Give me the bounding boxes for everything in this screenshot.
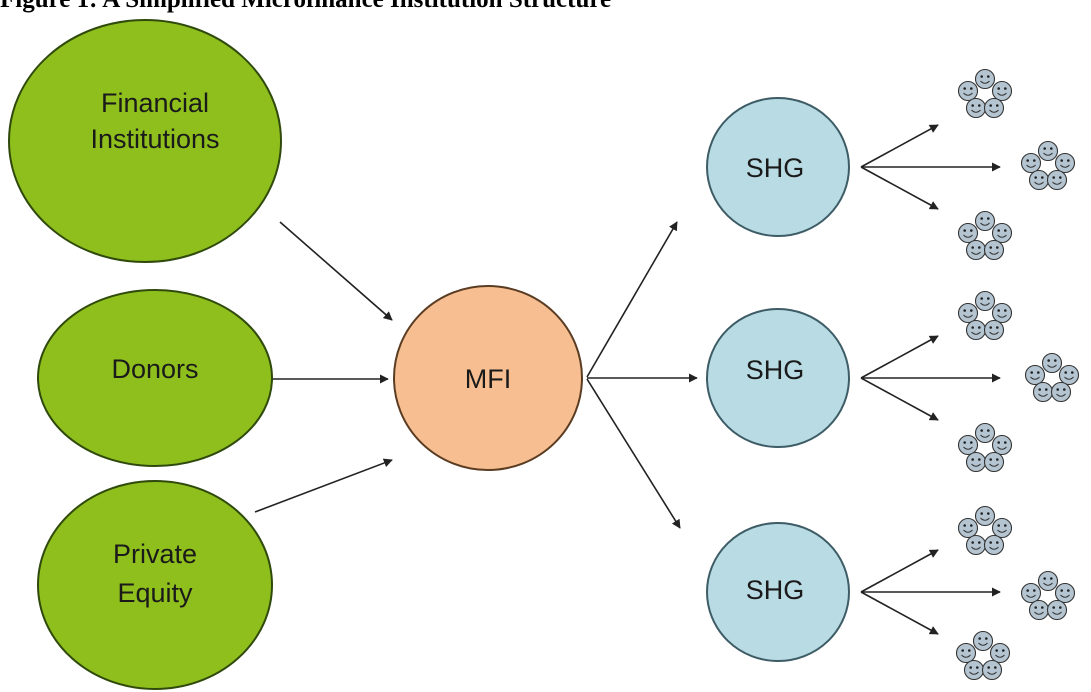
members-shg-2-middle-smiley-face-cluster-icon xyxy=(1024,352,1080,403)
smiley-face-icon xyxy=(991,222,1013,244)
members-shg-3-bottom-smiley-face-cluster-icon xyxy=(955,630,1011,681)
smiley-face-icon xyxy=(974,210,996,232)
members-shg-2-bottom-smiley-face-cluster-icon xyxy=(957,422,1013,473)
edge-shg-2-to-members-top xyxy=(860,335,939,379)
smiley-face-icon xyxy=(957,80,979,102)
smiley-face-icon xyxy=(1046,169,1068,191)
smiley-face-icon xyxy=(983,534,1005,556)
edge-mfi-to-shg-3 xyxy=(586,378,681,529)
shg-3-circle xyxy=(706,522,850,662)
private-equity-circle xyxy=(37,480,273,690)
mfi-circle xyxy=(393,285,583,471)
smiley-face-icon xyxy=(957,302,979,324)
members-shg-3-middle-smiley-face-cluster-icon xyxy=(1020,570,1076,621)
smiley-face-icon xyxy=(974,290,996,312)
smiley-face-icon xyxy=(963,659,985,681)
shg-2-label: SHG xyxy=(746,355,805,385)
smiley-face-icon xyxy=(983,319,1005,341)
financial-institutions-label-line-2: Institutions xyxy=(90,124,219,154)
donors-circle xyxy=(37,289,273,467)
shg-3-label: SHG xyxy=(746,575,805,605)
node-mfi: MFI xyxy=(393,285,583,471)
smiley-face-icon xyxy=(957,517,979,539)
smiley-face-icon xyxy=(991,302,1013,324)
smiley-face-icon xyxy=(1028,169,1050,191)
edge-shg-3-to-members-top xyxy=(860,549,939,593)
smiley-face-icon xyxy=(1046,599,1068,621)
smiley-face-icon xyxy=(1054,582,1076,604)
smiley-face-icon xyxy=(965,97,987,119)
node-shg-3: SHG xyxy=(706,522,850,662)
smiley-face-icon xyxy=(983,239,1005,261)
members-shg-2-top-smiley-face-cluster-icon xyxy=(957,290,1013,341)
members-shg-1-bottom-smiley-face-cluster-icon xyxy=(957,210,1013,261)
smiley-face-icon xyxy=(1028,599,1050,621)
smiley-face-icon xyxy=(965,239,987,261)
edge-private-equity-to-mfi xyxy=(254,458,393,513)
smiley-face-icon xyxy=(1032,381,1054,403)
smiley-face-icon xyxy=(1054,152,1076,174)
mfi-label: MFI xyxy=(465,364,512,394)
members-shg-1-middle-smiley-face-cluster-icon xyxy=(1020,140,1076,191)
smiley-face-icon xyxy=(957,222,979,244)
smiley-face-icon xyxy=(965,319,987,341)
financial-institutions-label-line-1: Financial xyxy=(101,88,209,118)
donors-label: Donors xyxy=(111,354,198,384)
smiley-face-icon xyxy=(1058,364,1080,386)
smiley-face-icon xyxy=(1041,352,1063,374)
member-groups xyxy=(955,68,1080,681)
smiley-face-icon xyxy=(991,517,1013,539)
smiley-face-icon xyxy=(955,642,977,664)
node-shg-2: SHG xyxy=(706,308,850,448)
figure-title: Figure 1: A Simplified Microfinance Inst… xyxy=(0,0,611,14)
smiley-face-icon xyxy=(965,451,987,473)
private-equity-label-line-2: Equity xyxy=(117,578,193,608)
shg-2-circle xyxy=(706,308,850,448)
private-equity-label-line-1: Private xyxy=(113,539,197,569)
smiley-face-icon xyxy=(1037,140,1059,162)
smiley-face-icon xyxy=(983,97,1005,119)
node-financial-institutions: Financial Institutions xyxy=(8,19,282,263)
smiley-face-icon xyxy=(991,80,1013,102)
edge-shg-2-to-members-bottom xyxy=(860,377,939,421)
smiley-face-icon xyxy=(991,434,1013,456)
smiley-face-icon xyxy=(981,659,1003,681)
node-private-equity: Private Equity xyxy=(37,480,273,690)
shg-1-circle xyxy=(706,97,850,237)
members-shg-1-top-smiley-face-cluster-icon xyxy=(957,68,1013,119)
smiley-face-icon xyxy=(974,68,996,90)
smiley-face-icon xyxy=(1037,570,1059,592)
node-donors: Donors xyxy=(37,289,273,467)
edge-financial-institutions-to-mfi xyxy=(279,221,393,321)
shg-1-label: SHG xyxy=(746,153,805,183)
node-shg-1: SHG xyxy=(706,97,850,237)
smiley-face-icon xyxy=(1020,582,1042,604)
smiley-face-icon xyxy=(1024,364,1046,386)
smiley-face-icon xyxy=(974,505,996,527)
edge-shg-1-to-members-bottom xyxy=(860,166,939,210)
financial-institutions-circle xyxy=(8,19,282,263)
edge-shg-3-to-members-bottom xyxy=(860,591,939,635)
smiley-face-icon xyxy=(983,451,1005,473)
smiley-face-icon xyxy=(989,642,1011,664)
smiley-face-icon xyxy=(965,534,987,556)
smiley-face-icon xyxy=(972,630,994,652)
smiley-face-icon xyxy=(974,422,996,444)
smiley-face-icon xyxy=(957,434,979,456)
smiley-face-icon xyxy=(1020,152,1042,174)
smiley-face-icon xyxy=(1050,381,1072,403)
members-shg-3-top-smiley-face-cluster-icon xyxy=(957,505,1013,556)
edge-mfi-to-shg-1 xyxy=(586,221,678,378)
edge-shg-1-to-members-top xyxy=(860,124,939,168)
